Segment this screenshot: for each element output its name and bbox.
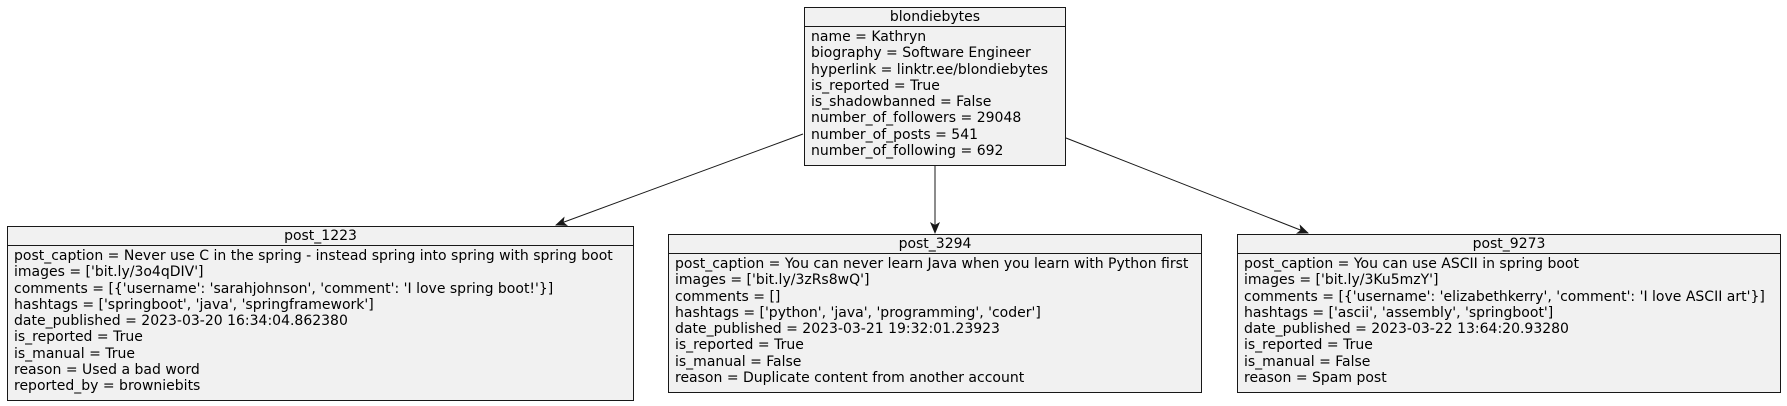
attribute-number-of-posts: number_of_posts = 541 (811, 126, 979, 143)
attribute-name: name = Kathryn (811, 29, 927, 45)
edge-blondiebytes-to-post-1223 (555, 133, 804, 226)
node-title: blondiebytes (805, 8, 1065, 27)
attribute-images: images = ['bit.ly/3zRs8wQ'] (675, 272, 870, 289)
attribute-is-manual: is_manual = False (1244, 353, 1371, 370)
attribute-hashtags: hashtags = ['springboot', 'java', 'sprin… (14, 296, 374, 313)
node-post-9273: post_9273 post_caption = You can use ASC… (1237, 234, 1781, 393)
attribute-biography: biography = Software Engineer (811, 45, 1031, 62)
node-attributes: post_caption = Never use C in the spring… (8, 246, 633, 395)
attribute-is-reported: is_reported = True (14, 329, 143, 346)
attribute-is-reported: is_reported = True (675, 337, 804, 354)
attribute-hashtags: hashtags = ['ascii', 'assembly', 'spring… (1244, 304, 1554, 321)
node-attributes: post_caption = You can use ASCII in spri… (1238, 254, 1780, 386)
attribute-is-reported: is_reported = True (1244, 337, 1373, 354)
attribute-images: images = ['bit.ly/3o4qDIV'] (14, 264, 204, 281)
attribute-post-caption: post_caption = Never use C in the spring… (14, 248, 613, 264)
attribute-comments: comments = [{'username': 'sarahjohnson',… (14, 280, 554, 297)
attribute-number-of-followers: number_of_followers = 29048 (811, 110, 1022, 127)
attribute-is-shadowbanned: is_shadowbanned = False (811, 94, 992, 111)
attribute-date-published: date_published = 2023-03-20 16:34:04.862… (14, 313, 348, 330)
edge-blondiebytes-to-post-9273 (1065, 137, 1309, 234)
node-title: post_3294 (669, 235, 1201, 254)
node-post-3294: post_3294 post_caption = You can never l… (668, 234, 1202, 393)
attribute-post-caption: post_caption = You can never learn Java … (675, 256, 1189, 272)
node-title: post_1223 (8, 227, 633, 246)
attribute-reported-by: reported_by = browniebits (14, 378, 201, 395)
attribute-reason: reason = Used a bad word (14, 362, 200, 379)
attribute-post-caption: post_caption = You can use ASCII in spri… (1244, 256, 1579, 272)
attribute-hyperlink: hyperlink = linktr.ee/blondiebytes (811, 61, 1049, 78)
attribute-comments: comments = [] (675, 288, 781, 305)
node-blondiebytes: blondiebytes name = Kathryn biography = … (804, 7, 1066, 166)
attribute-reason: reason = Spam post (1244, 370, 1387, 387)
attribute-is-manual: is_manual = True (14, 345, 135, 362)
node-attributes: name = Kathryn biography = Software Engi… (805, 27, 1065, 159)
attribute-date-published: date_published = 2023-03-21 19:32:01.239… (675, 321, 1000, 338)
node-title: post_9273 (1238, 235, 1780, 254)
attribute-images: images = ['bit.ly/3Ku5mzY'] (1244, 272, 1439, 289)
attribute-number-of-following: number_of_following = 692 (811, 143, 1004, 160)
attribute-comments: comments = [{'username': 'elizabethkerry… (1244, 288, 1765, 305)
node-post-1223: post_1223 post_caption = Never use C in … (7, 226, 634, 401)
attribute-is-reported: is_reported = True (811, 77, 940, 94)
attribute-hashtags: hashtags = ['python', 'java', 'programmi… (675, 304, 1041, 321)
attribute-is-manual: is_manual = False (675, 353, 802, 370)
attribute-reason: reason = Duplicate content from another … (675, 370, 1025, 387)
node-attributes: post_caption = You can never learn Java … (669, 254, 1201, 386)
attribute-date-published: date_published = 2023-03-22 13:64:20.932… (1244, 321, 1569, 338)
